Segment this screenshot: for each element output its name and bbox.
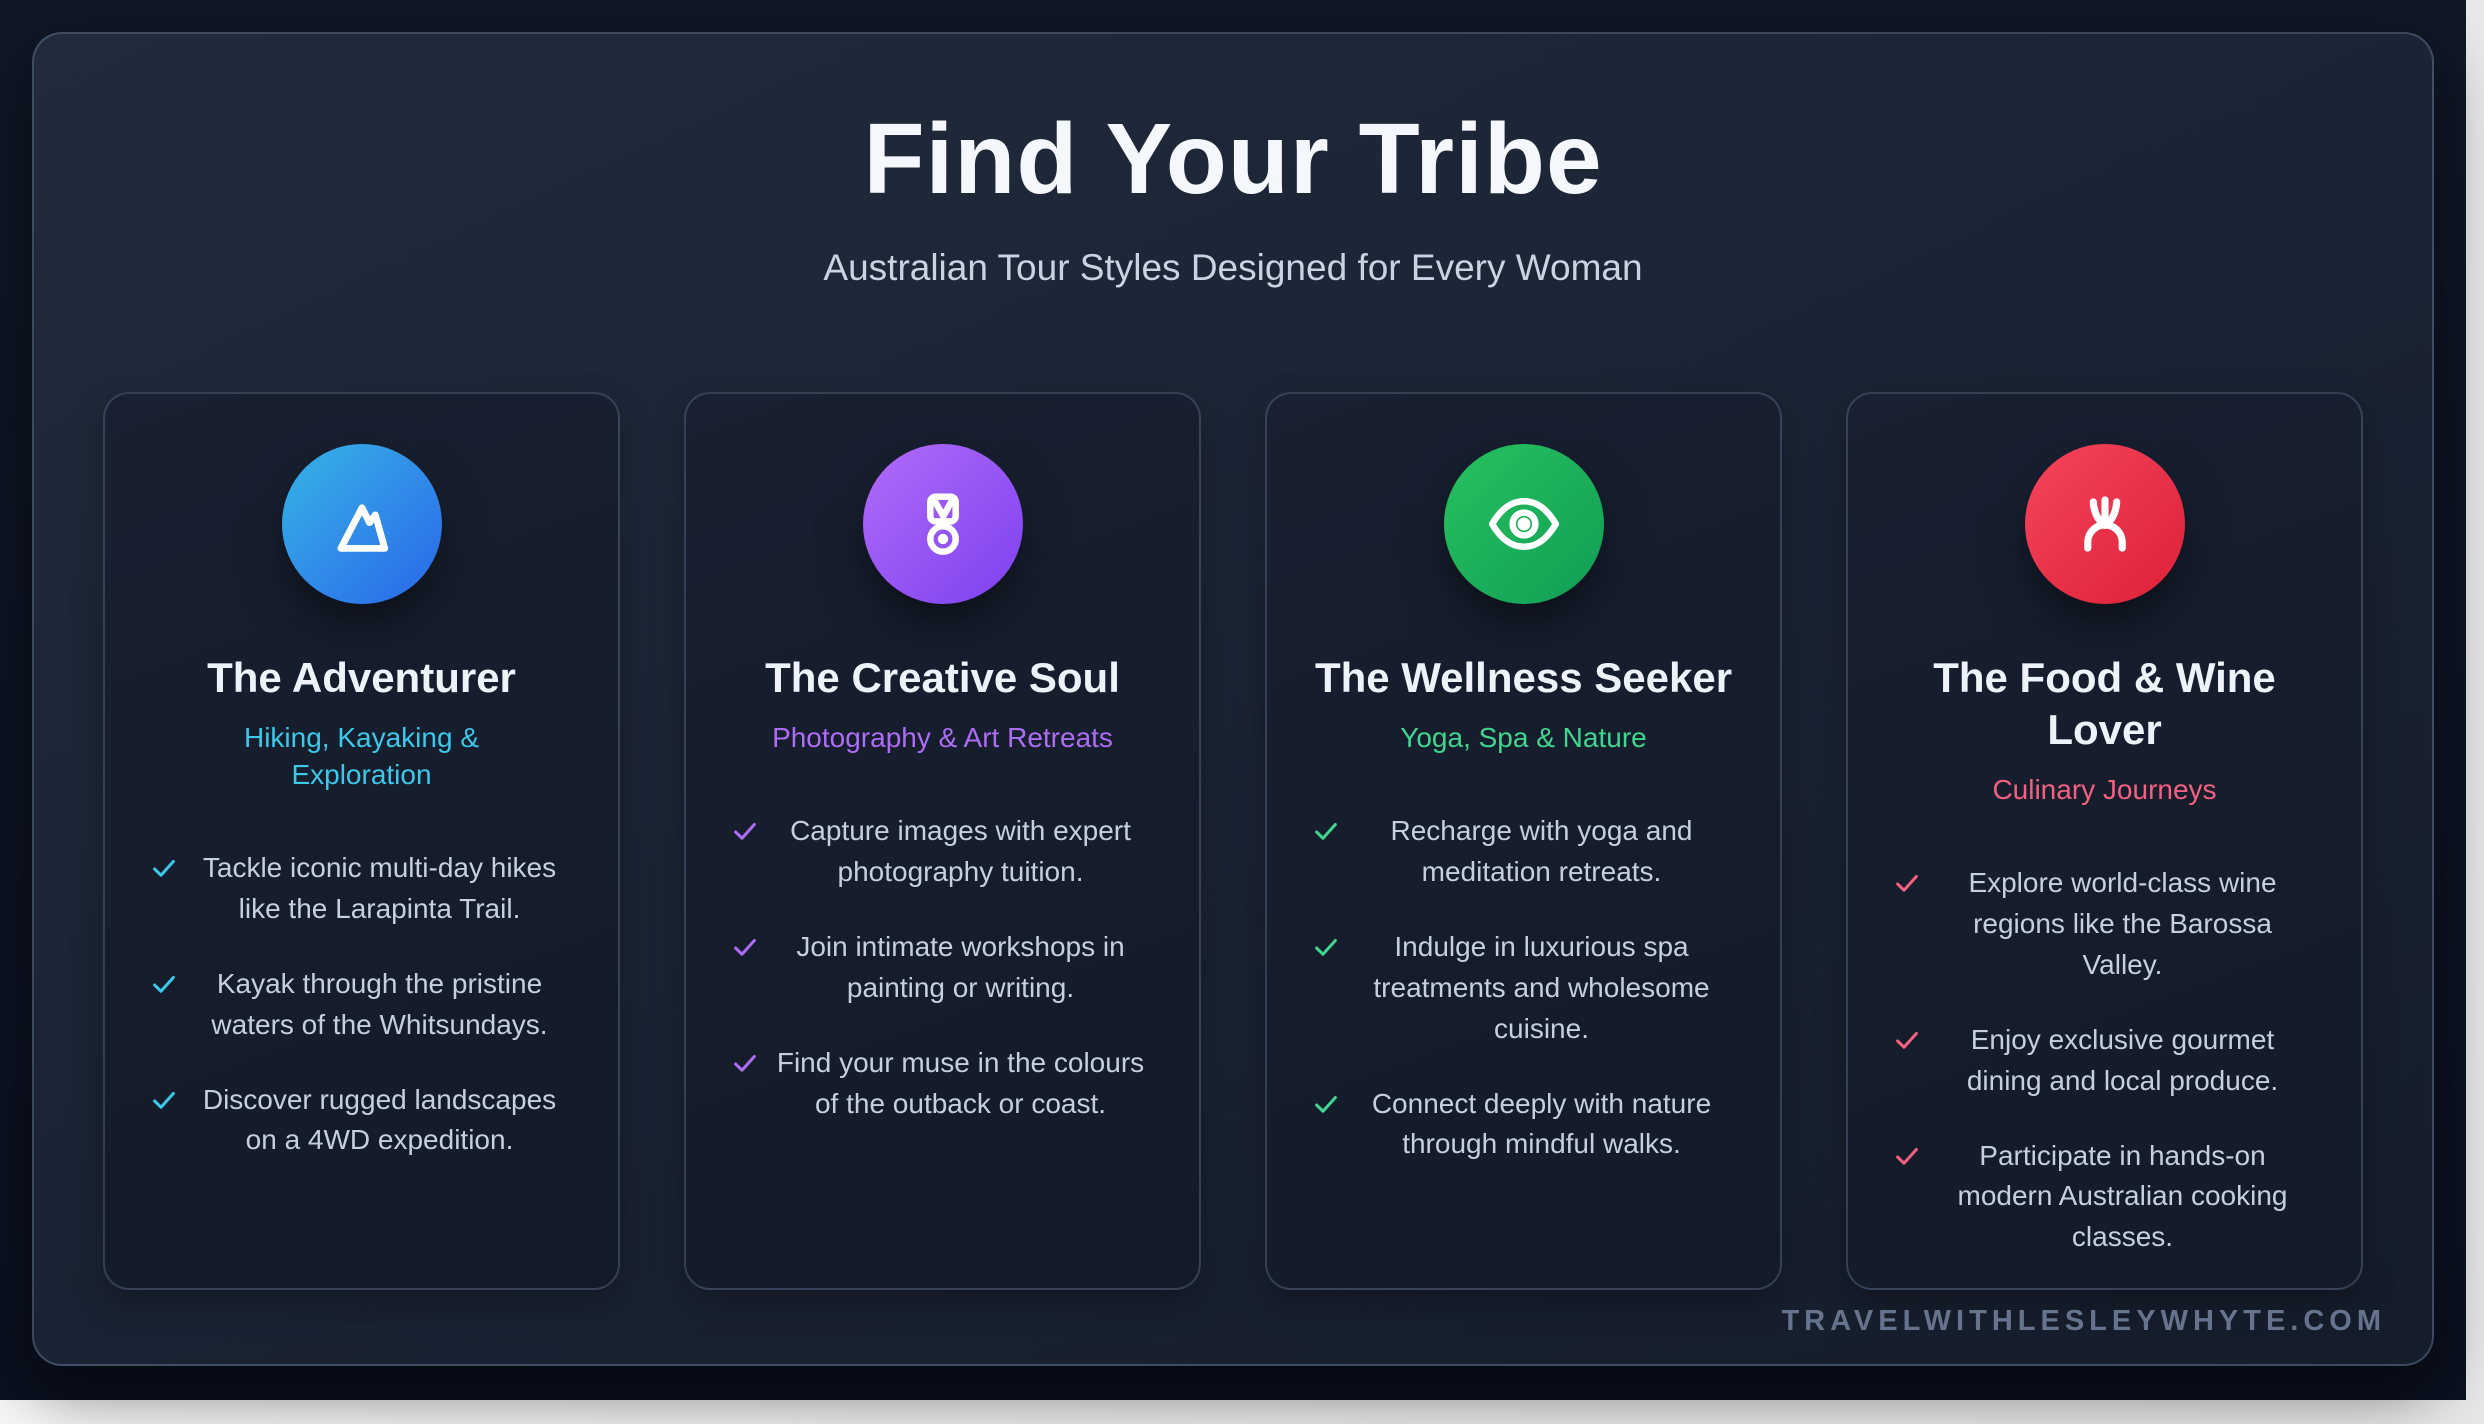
list-item: Find your muse in the colours of the out…	[730, 1043, 1155, 1125]
card-tagline: Culinary Journeys	[1992, 774, 2217, 806]
check-icon	[1311, 816, 1347, 846]
list-item: Connect deeply with nature through mindf…	[1311, 1084, 1736, 1166]
content-panel: Find Your Tribe Australian Tour Styles D…	[32, 32, 2434, 1366]
fork-arch-icon	[2083, 496, 2126, 552]
list-item: Join intimate workshops in painting or w…	[730, 927, 1155, 1009]
card-title: The Wellness Seeker	[1314, 654, 1733, 702]
card-tagline: Yoga, Spa & Nature	[1400, 722, 1647, 754]
feature-text: Connect deeply with nature through mindf…	[1371, 1087, 1712, 1160]
feature-text: Recharge with yoga and meditation retrea…	[1390, 815, 1693, 887]
card-tagline: Hiking, Kayaking & Exploration	[243, 722, 479, 791]
creative-icon-circle	[862, 444, 1023, 605]
tour-style-cards: The Adventurer Hiking, Kayaking & Explor…	[34, 392, 2432, 1291]
list-item: Enjoy exclusive gourmet dining and local…	[1892, 1020, 2317, 1102]
feature-text: Discover rugged landscapes on a 4WD expe…	[202, 1083, 557, 1156]
adventurer-icon-circle	[281, 444, 442, 605]
card-adventurer: The Adventurer Hiking, Kayaking & Explor…	[103, 392, 620, 1291]
list-item: Kayak through the pristine waters of the…	[149, 964, 574, 1046]
check-icon	[1892, 1025, 1928, 1055]
check-icon	[1892, 1141, 1928, 1171]
card-creative-soul: The Creative Soul Photography & Art Retr…	[684, 392, 1201, 1291]
feature-text: Enjoy exclusive gourmet dining and local…	[1966, 1023, 2279, 1096]
list-item: Discover rugged landscapes on a 4WD expe…	[149, 1080, 574, 1162]
list-item: Participate in hands-on modern Australia…	[1892, 1136, 2317, 1259]
medal-icon	[926, 493, 959, 555]
feature-text: Kayak through the pristine waters of the…	[211, 967, 548, 1040]
eye-icon	[1488, 498, 1559, 551]
feature-text: Find your muse in the colours of the out…	[776, 1046, 1145, 1119]
list-item: Recharge with yoga and meditation retrea…	[1311, 811, 1736, 893]
feature-text: Explore world-class wine regions like th…	[1968, 867, 2277, 980]
mountain-icon	[336, 504, 388, 552]
list-item: Explore world-class wine regions like th…	[1892, 863, 2317, 986]
list-item: Indulge in luxurious spa treatments and …	[1311, 927, 1736, 1050]
check-icon	[730, 816, 766, 846]
feature-list: Explore world-class wine regions like th…	[1848, 863, 2361, 1258]
check-icon	[730, 932, 766, 962]
infographic-canvas: Find Your Tribe Australian Tour Styles D…	[0, 0, 2466, 1400]
website-url: TRAVELWITHLESLEYWHYTE.COM	[1781, 1305, 2386, 1337]
feature-text: Join intimate workshops in painting or w…	[796, 930, 1125, 1003]
card-wellness-seeker: The Wellness Seeker Yoga, Spa & Nature R…	[1265, 392, 1782, 1291]
card-title: The Adventurer	[207, 654, 516, 702]
page-subtitle: Australian Tour Styles Designed for Ever…	[823, 247, 1643, 288]
feature-text: Capture images with expert photography t…	[790, 815, 1131, 887]
feature-text: Indulge in luxurious spa treatments and …	[1373, 930, 1710, 1044]
feature-text: Participate in hands-on modern Australia…	[1957, 1139, 2288, 1253]
check-icon	[1311, 1089, 1347, 1119]
card-title: The Food & Wine Lover	[1933, 654, 2276, 754]
card-title: The Creative Soul	[765, 654, 1120, 702]
header: Find Your Tribe Australian Tour Styles D…	[34, 34, 2432, 292]
check-icon	[1892, 868, 1928, 898]
feature-list: Capture images with expert photography t…	[686, 811, 1199, 1124]
card-tagline: Photography & Art Retreats	[772, 722, 1113, 754]
food-wine-icon-circle	[2024, 444, 2185, 605]
card-food-wine-lover: The Food & Wine Lover Culinary Journeys …	[1846, 392, 2363, 1291]
list-item: Capture images with expert photography t…	[730, 811, 1155, 893]
feature-text: Tackle iconic multi-day hikes like the L…	[202, 852, 557, 924]
check-icon	[149, 853, 185, 883]
check-icon	[149, 969, 185, 999]
feature-list: Recharge with yoga and meditation retrea…	[1267, 811, 1780, 1165]
page-title: Find Your Tribe	[863, 103, 1603, 215]
check-icon	[149, 1085, 185, 1115]
check-icon	[1311, 932, 1347, 962]
wellness-icon-circle	[1443, 444, 1604, 605]
check-icon	[730, 1048, 766, 1078]
list-item: Tackle iconic multi-day hikes like the L…	[149, 848, 574, 930]
feature-list: Tackle iconic multi-day hikes like the L…	[105, 848, 618, 1161]
